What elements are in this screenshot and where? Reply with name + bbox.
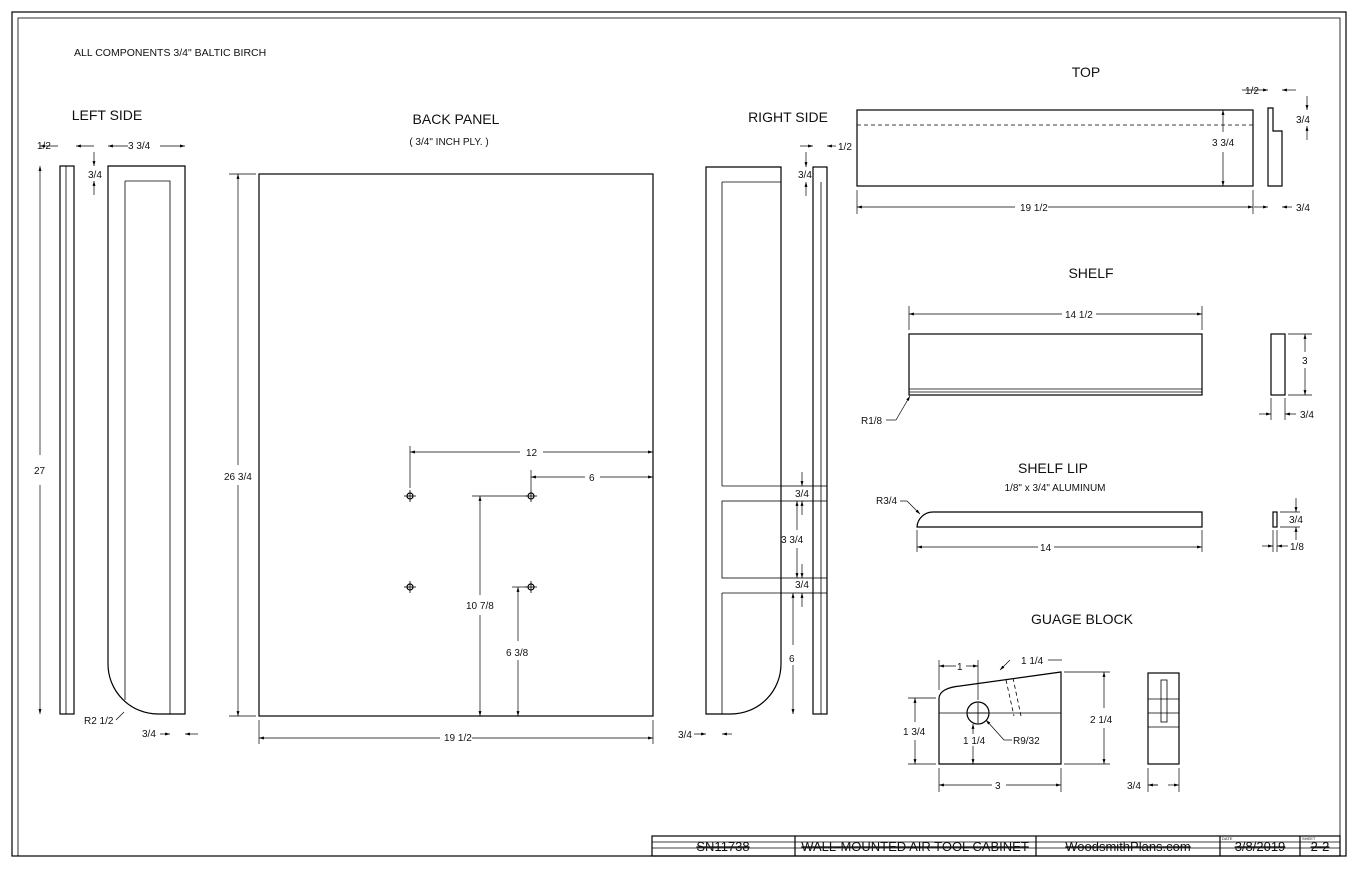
left-side-view: LEFT SIDE 1/2 3 3/4 3/4 27 R2 1/2 3/4 [34, 107, 198, 740]
shelf-lip-dim-c: 3/4 [1289, 515, 1303, 526]
back-panel-subtitle: ( 3/4" INCH PLY. ) [409, 137, 488, 148]
left-dim-f: 3/4 [142, 729, 156, 740]
shelf-lip-dim-b: 14 [1040, 543, 1052, 554]
shelf-dim-c: 3 [1302, 356, 1308, 367]
shelf-lip-dim-a: R3/4 [876, 496, 898, 507]
shelf-dim-a: 14 1/2 [1065, 310, 1093, 321]
gauge-block-face [938, 671, 1062, 765]
gauge-dim-e: 1 1/4 [963, 736, 986, 747]
gauge-dim-c: 1 3/4 [903, 727, 926, 738]
right-dim-e: 3/4 [795, 580, 809, 591]
title-block: SN11738 WALL-MOUNTED AIR TOOL CABINET Wo… [651, 835, 1341, 857]
left-dim-e: R2 1/2 [84, 716, 114, 727]
gauge-dim-h: 3/4 [1127, 781, 1141, 792]
back-dim-b: 6 [589, 473, 595, 484]
top-dim-b: 3/4 [1296, 115, 1310, 126]
left-side-edge [59, 165, 75, 715]
general-note: ALL COMPONENTS 3/4" BALTIC BIRCH [74, 47, 266, 59]
title-block-sheet-label: SHEET [1302, 836, 1316, 841]
title-block-date-label: DATE [1222, 836, 1233, 841]
title-block-name: WALL-MOUNTED AIR TOOL CABINET [801, 839, 1029, 854]
shelf-dim-b: R1/8 [861, 416, 883, 427]
right-dim-c: 3/4 [795, 489, 809, 500]
back-panel-view: BACK PANEL ( 3/4" INCH PLY. ) 12 6 26 3/… [224, 111, 654, 744]
top-dim-e: 3/4 [1296, 203, 1310, 214]
gauge-dim-b: 1 1/4 [1021, 656, 1044, 667]
right-dim-b: 3/4 [798, 170, 812, 181]
shelf-dim-d: 3/4 [1300, 410, 1314, 421]
gauge-block-title: GUAGE BLOCK [1031, 611, 1134, 627]
top-title: TOP [1072, 64, 1101, 80]
gauge-block-view: GUAGE BLOCK 1 1 1/4 1 3/4 2 1/4 1 1/4 R9… [903, 611, 1180, 792]
back-dim-e: 6 3/8 [506, 648, 529, 659]
title-block-site: WoodsmithPlans.com [1065, 839, 1190, 854]
right-dim-g: 3/4 [678, 730, 692, 741]
right-side-face [705, 166, 782, 715]
back-panel-outline [258, 173, 654, 717]
back-dim-f: 19 1/2 [444, 733, 472, 744]
top-edge [1267, 107, 1283, 187]
right-side-edge [812, 166, 828, 715]
title-block-sheet: 2-2 [1311, 839, 1330, 854]
shelf-edge [1270, 333, 1286, 396]
left-side-title: LEFT SIDE [72, 107, 143, 123]
gauge-dim-d: 2 1/4 [1090, 715, 1113, 726]
back-dim-d: 10 7/8 [466, 601, 494, 612]
shelf-lip-title: SHELF LIP [1018, 460, 1088, 476]
back-dim-a: 12 [526, 448, 538, 459]
right-side-title: RIGHT SIDE [748, 109, 828, 125]
gauge-dim-a: 1 [957, 662, 963, 673]
title-block-date: 3/8/2019 [1235, 839, 1286, 854]
shelf-lip-subtitle: 1/8" x 3/4" ALUMINUM [1004, 483, 1105, 494]
shelf-view: SHELF 14 1/2 R1/8 3 3/4 [861, 265, 1314, 427]
shelf-lip-face [916, 511, 1203, 528]
right-dim-d: 3 3/4 [781, 535, 804, 546]
gauge-dim-f: R9/32 [1013, 736, 1040, 747]
shelf-lip-edge [1272, 511, 1278, 528]
shelf-lip-view: SHELF LIP 1/8" x 3/4" ALUMINUM R3/4 14 3… [876, 460, 1304, 554]
left-dim-d: 27 [34, 466, 46, 477]
gauge-block-hole [966, 701, 990, 725]
mounting-holes [404, 490, 537, 593]
right-dim-a: 1/2 [838, 142, 852, 153]
left-side-face [107, 165, 186, 715]
top-dim-d: 19 1/2 [1020, 203, 1048, 214]
back-panel-title: BACK PANEL [413, 111, 500, 127]
top-view: TOP 1/2 3/4 3 3/4 19 1/2 3/4 [856, 64, 1310, 214]
left-dim-b: 3 3/4 [128, 141, 151, 152]
left-dim-a: 1/2 [37, 141, 51, 152]
shelf-face [908, 333, 1203, 396]
title-block-number: SN11738 [696, 839, 749, 854]
right-side-view: RIGHT SIDE 1/2 3/4 3/4 3 3/4 3/4 6 [678, 109, 852, 741]
right-dim-f: 6 [789, 654, 795, 665]
left-dim-c: 3/4 [88, 170, 102, 181]
gauge-dim-g: 3 [995, 781, 1001, 792]
top-face [856, 109, 1254, 187]
shelf-title: SHELF [1068, 265, 1113, 281]
back-dim-c: 26 3/4 [224, 472, 252, 483]
shelf-lip-dim-d: 1/8 [1290, 542, 1304, 553]
gauge-block-side [1147, 672, 1180, 765]
top-dim-c: 3 3/4 [1212, 138, 1235, 149]
top-dim-a: 1/2 [1245, 86, 1259, 97]
